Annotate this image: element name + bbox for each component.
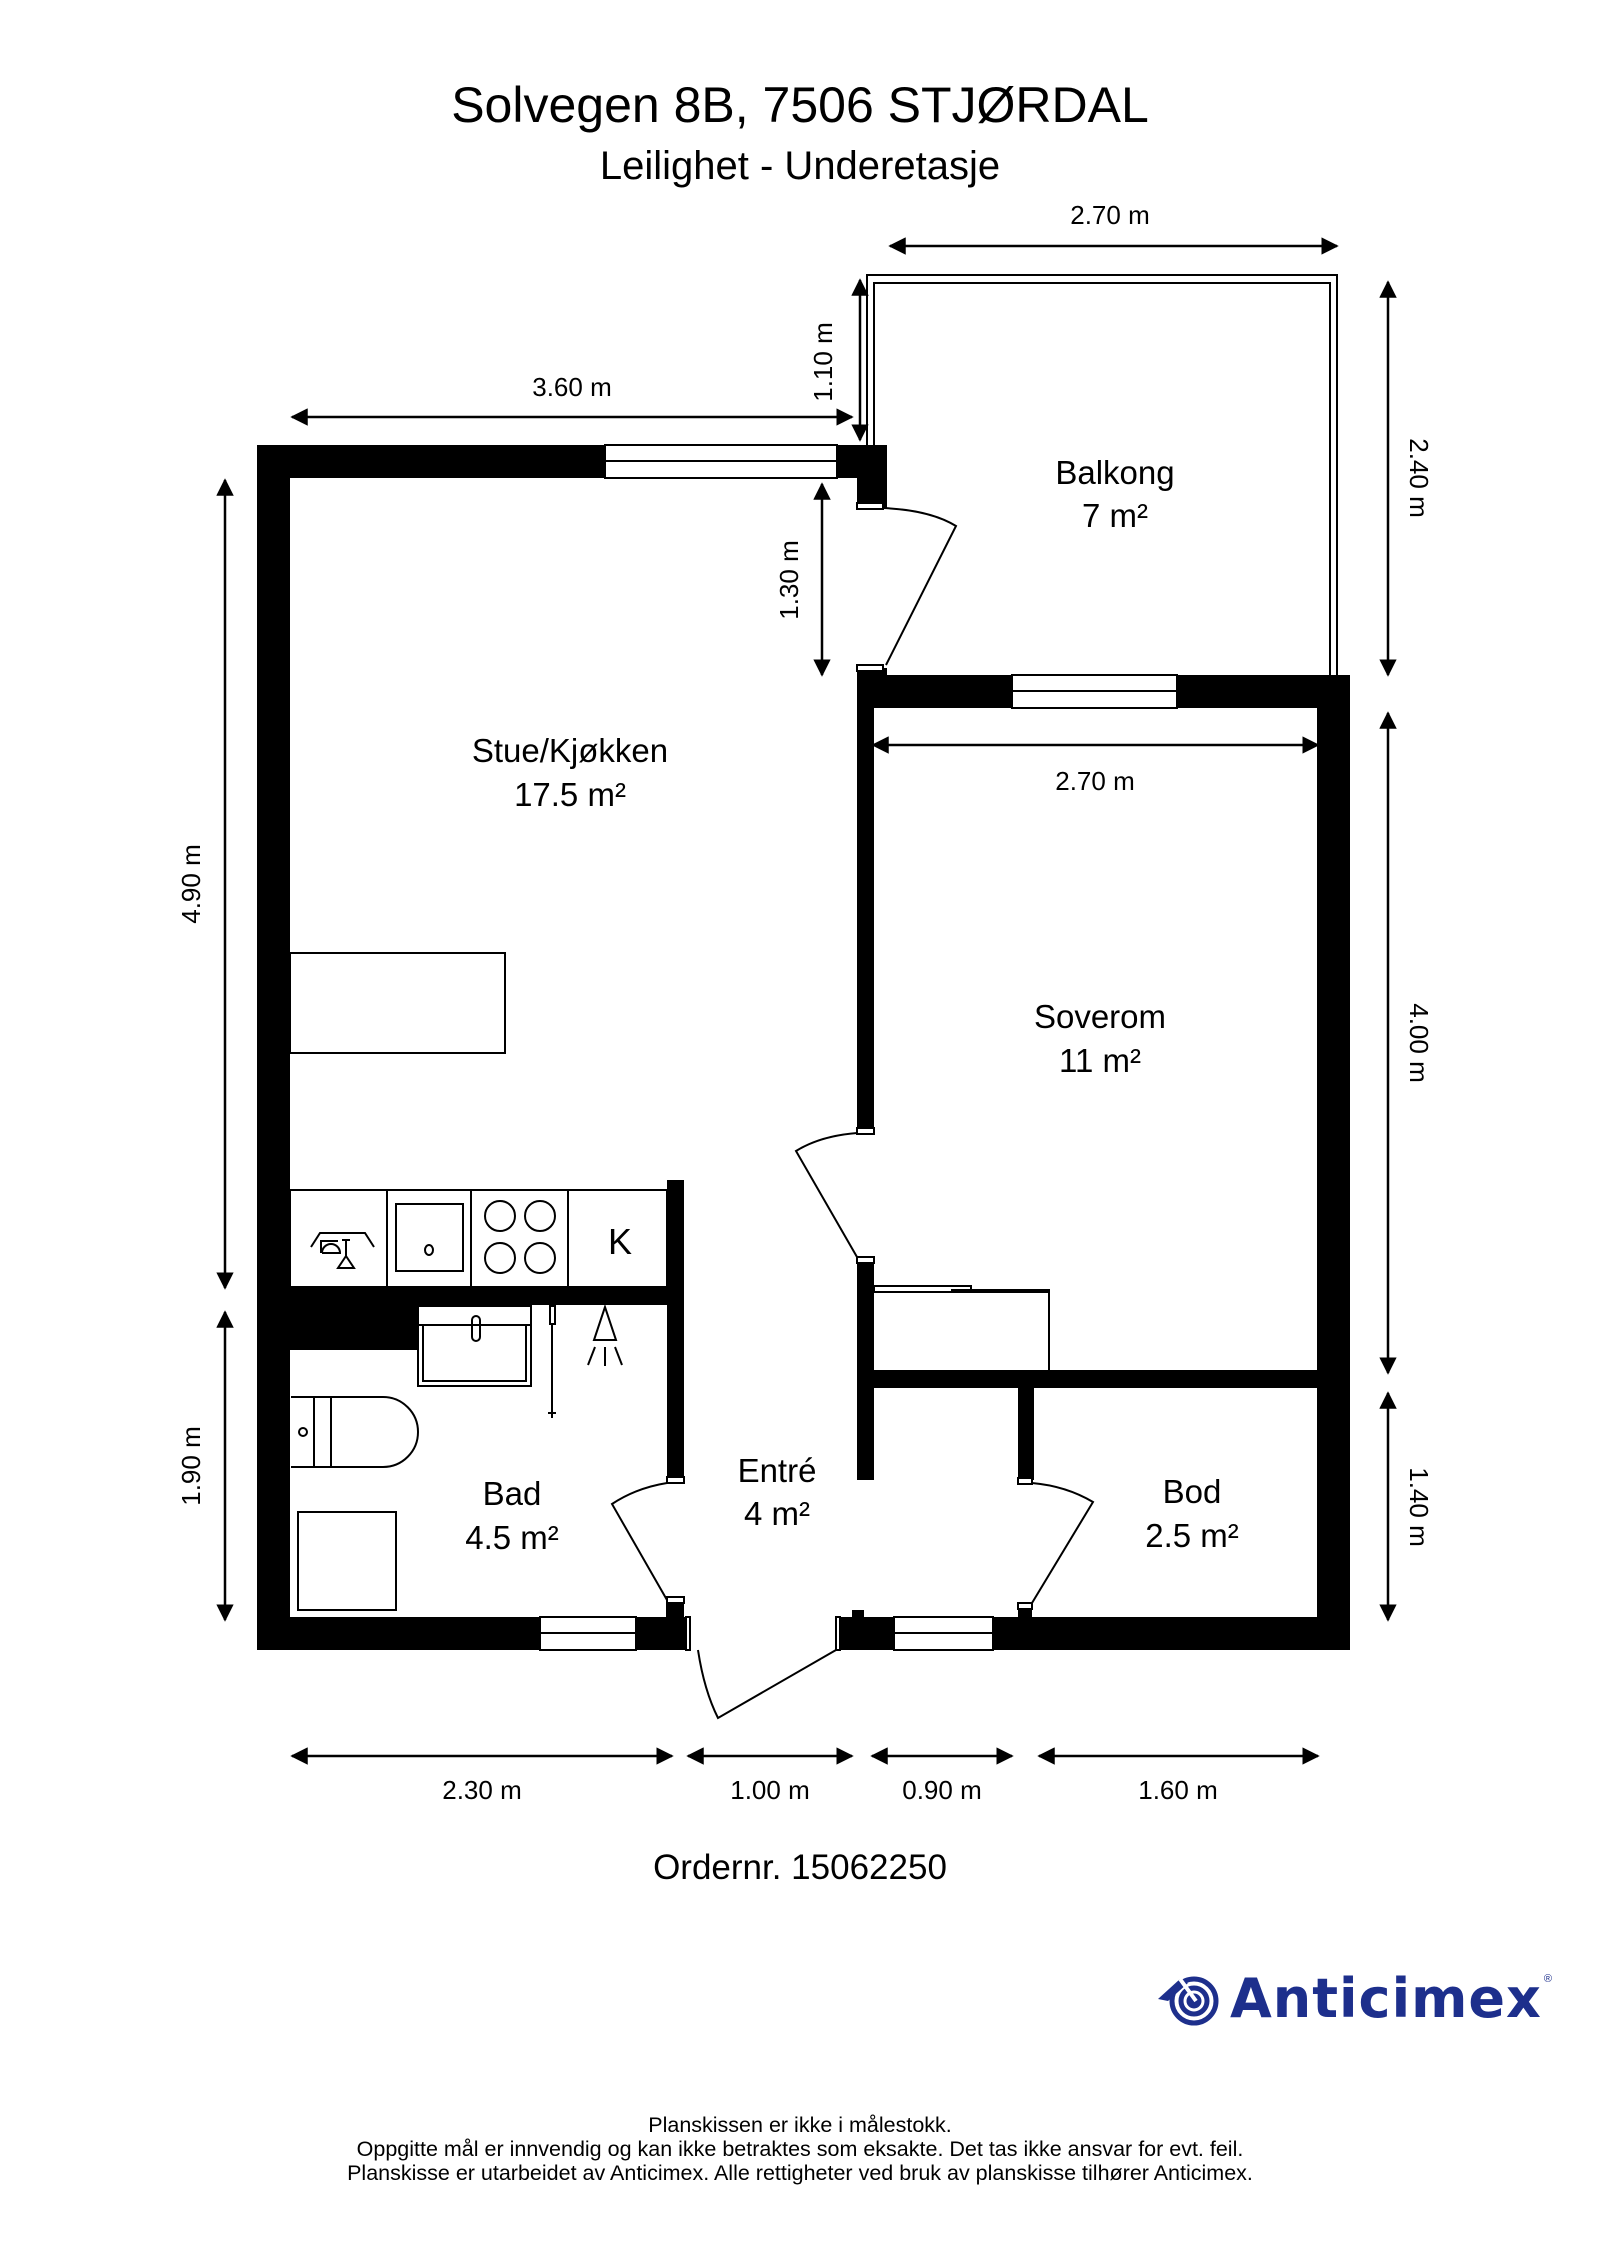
registered-mark: ® (1543, 1973, 1552, 1985)
doors (610, 502, 1095, 1720)
disclaimer-line: Planskisse er utarbeidet av Anticimex. A… (347, 2161, 1253, 2185)
room-name-soverom: Soverom (1034, 998, 1166, 1035)
dimension-lines (216, 237, 1397, 1765)
room-name-bad: Bad (483, 1475, 542, 1512)
windows (539, 444, 1178, 1651)
dim-balcony-offset: 1.10 m (808, 322, 838, 402)
dim-bedroom-width: 2.70 m (1055, 766, 1135, 796)
dim-left-lower: 1.90 m (176, 1426, 206, 1506)
shower-icon (587, 1303, 623, 1366)
plan-address-title: Solvegen 8B, 7506 STJØRDAL (451, 77, 1149, 133)
order-number: Ordernr. 15062250 (653, 1848, 947, 1887)
fridge-label: K (608, 1221, 632, 1262)
washing-machine (297, 1511, 397, 1611)
walls (257, 445, 1350, 1650)
dim-top-width: 3.60 m (532, 372, 612, 402)
dim-bottom-3: 0.90 m (902, 1775, 982, 1805)
dim-balcony-width: 2.70 m (1070, 200, 1150, 230)
room-name-balkong: Balkong (1055, 454, 1174, 491)
brand-name: Anticimex (1230, 1967, 1542, 2030)
room-area-balkong: 7 m² (1082, 497, 1148, 534)
dim-right-bedroom: 4.00 m (1404, 1003, 1434, 1083)
disclaimer-line: Oppgitte mål er innvendig og kan ikke be… (356, 2137, 1244, 2161)
dishwasher-icon (310, 1232, 375, 1269)
room-area-stue: 17.5 m² (514, 776, 626, 813)
dim-left-upper: 4.90 m (176, 844, 206, 924)
room-name-stue: Stue/Kjøkken (472, 732, 668, 769)
toilet-icon (291, 1396, 419, 1468)
dim-bottom-2: 1.00 m (730, 1775, 810, 1805)
dim-bottom-1: 2.30 m (442, 1775, 522, 1805)
dim-door-offset: 1.30 m (774, 540, 804, 620)
disclaimer-line: Planskissen er ikke i målestokk. (648, 2113, 952, 2137)
wardrobe (873, 1285, 1050, 1370)
disclaimer: Planskissen er ikke i målestokk. Oppgitt… (0, 2113, 1600, 2185)
room-name-bod: Bod (1163, 1473, 1222, 1510)
room-area-soverom: 11 m² (1059, 1042, 1141, 1079)
room-area-bod: 2.5 m² (1145, 1517, 1239, 1554)
anticimex-house-icon (1158, 1976, 1219, 2025)
dim-bottom-4: 1.60 m (1138, 1775, 1218, 1805)
plan-subtitle: Leilighet - Underetasje (599, 144, 1001, 188)
room-labels: Stue/Kjøkken 17.5 m² Balkong 7 m² Sovero… (465, 454, 1239, 1556)
kitchen-island (289, 952, 506, 1054)
dim-right-bod: 1.40 m (1404, 1467, 1434, 1547)
room-area-entre: 4 m² (744, 1495, 810, 1532)
room-area-bad: 4.5 m² (465, 1519, 559, 1556)
stove-icon (484, 1200, 556, 1274)
room-name-entre: Entré (738, 1452, 817, 1489)
anticimex-logo: Anticimex ® (1158, 1967, 1552, 2030)
bath-sink-icon (417, 1305, 532, 1387)
dim-balcony-height: 2.40 m (1404, 438, 1434, 518)
dimension-labels: 2.70 m 1.10 m 3.60 m 2.40 m 1.30 m 2.70 … (176, 200, 1434, 1805)
shower-curtain-icon (548, 1305, 556, 1418)
kitchen-sink-icon (395, 1203, 464, 1272)
